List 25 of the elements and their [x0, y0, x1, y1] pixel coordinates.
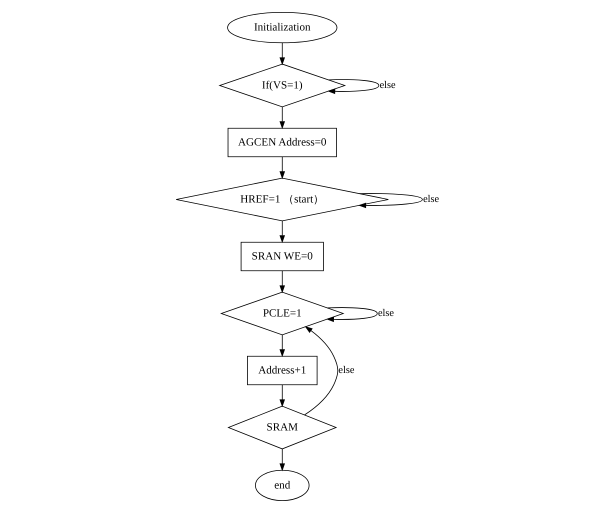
arrow: [280, 334, 286, 357]
node-diamond: HREF=1 （start）: [176, 177, 389, 221]
arrow: [280, 270, 286, 293]
arrow: [358, 192, 423, 208]
edge-label: else: [423, 194, 440, 205]
arrow: [326, 306, 378, 322]
node-box: Address+1: [247, 355, 318, 385]
node-ellipse: Initialization: [227, 12, 338, 43]
arrow: [280, 156, 286, 179]
node-ellipse: end: [255, 469, 310, 500]
arrow: [280, 448, 286, 471]
arrow: [304, 326, 338, 415]
node-diamond: If(VS=1): [218, 63, 346, 107]
edge-label: else: [338, 364, 354, 376]
arrow: [327, 78, 380, 94]
edge-label: else: [380, 80, 396, 91]
node-box: AGCEN Address=0: [228, 127, 337, 157]
edge-label: else: [378, 308, 394, 319]
node-diamond: SRAM: [227, 405, 338, 449]
arrow: [280, 220, 286, 243]
node-box: SRAN WE=0: [240, 241, 324, 271]
node-diamond: PCLE=1: [220, 291, 344, 335]
arrow: [280, 384, 286, 407]
arrow: [280, 42, 286, 65]
arrow: [280, 106, 286, 129]
